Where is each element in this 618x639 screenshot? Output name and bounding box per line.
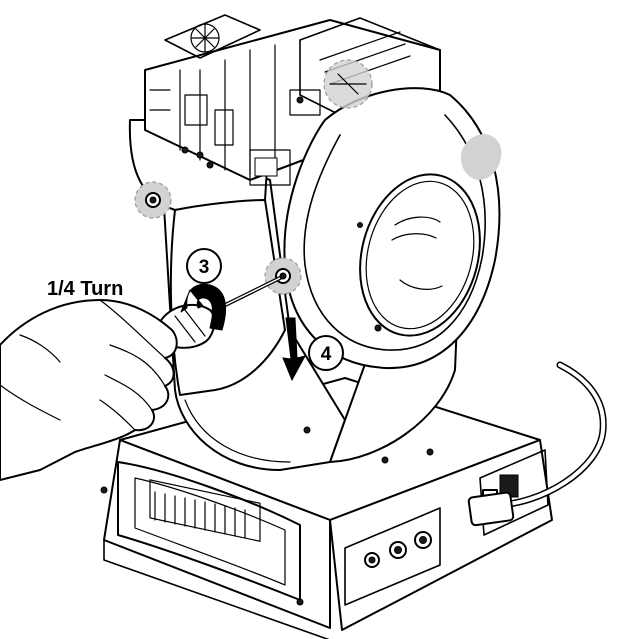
front-lens — [359, 173, 481, 337]
callout-4-number: 4 — [321, 344, 332, 365]
bezel-screw — [357, 222, 363, 228]
rotation-arrow — [180, 283, 227, 331]
connector-panel — [344, 507, 441, 606]
base-screw — [381, 456, 389, 464]
base-vent-grille — [149, 479, 261, 542]
svg-text:1/4 Turn: 1/4 Turn — [47, 278, 123, 300]
base-screw — [296, 598, 304, 606]
downward-arrow — [282, 317, 306, 382]
hand — [0, 299, 178, 481]
yoke-screw — [303, 426, 311, 434]
callout-3: 3 — [186, 248, 222, 284]
bezel-screw — [374, 324, 382, 332]
callout-3-number: 3 — [199, 257, 210, 278]
moving-head — [128, 14, 501, 396]
base-screw — [426, 448, 434, 456]
turn-label: 1/4 Turn — [47, 278, 123, 300]
highlight-markers — [134, 59, 502, 295]
power-plug — [467, 491, 515, 527]
base-screw — [100, 486, 108, 494]
callout-4: 4 — [308, 335, 344, 371]
highlighted-screw-bezel — [460, 134, 502, 180]
